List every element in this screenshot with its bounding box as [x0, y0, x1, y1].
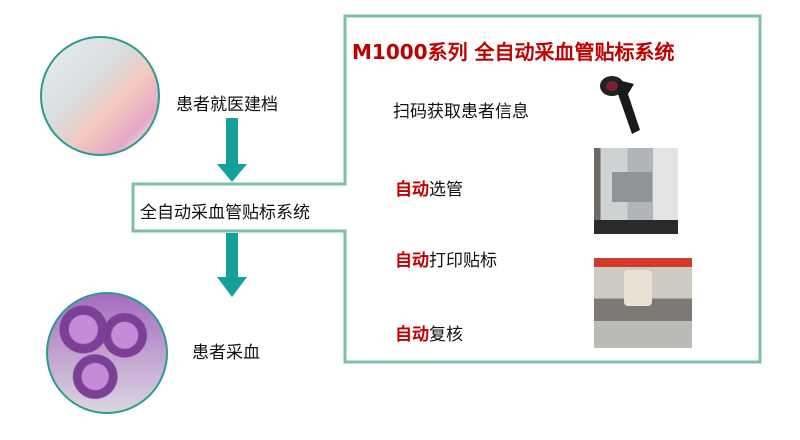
tube-selector-image [594, 148, 678, 234]
feature-text: 选管 [429, 180, 463, 200]
down-arrow-icon [217, 118, 247, 182]
patient-registration-photo [40, 36, 160, 156]
step-collect-label: 患者采血 [192, 343, 260, 363]
feature-select-tube: 自动选管 [395, 175, 463, 200]
feature-text: 复核 [429, 325, 463, 345]
feature-highlight: 自动 [395, 325, 429, 345]
step-system-label: 全自动采血管贴标系统 [140, 203, 310, 223]
feature-scan: 扫码获取患者信息 [393, 97, 529, 122]
blood-tubes-photo [46, 292, 168, 414]
panel-title: M1000系列 全自动采血管贴标系统 [352, 40, 675, 64]
label-printer-image [594, 258, 692, 348]
feature-highlight: 自动 [395, 251, 429, 271]
step-register-label: 患者就医建档 [176, 95, 278, 115]
feature-text: 扫码获取患者信息 [393, 102, 529, 122]
down-arrow-icon [217, 233, 247, 297]
feature-print-label: 自动打印贴标 [395, 246, 497, 271]
feature-highlight: 自动 [395, 180, 429, 200]
barcode-scanner-image [600, 76, 640, 134]
feature-text: 打印贴标 [429, 251, 497, 271]
feature-recheck: 自动复核 [395, 320, 463, 345]
